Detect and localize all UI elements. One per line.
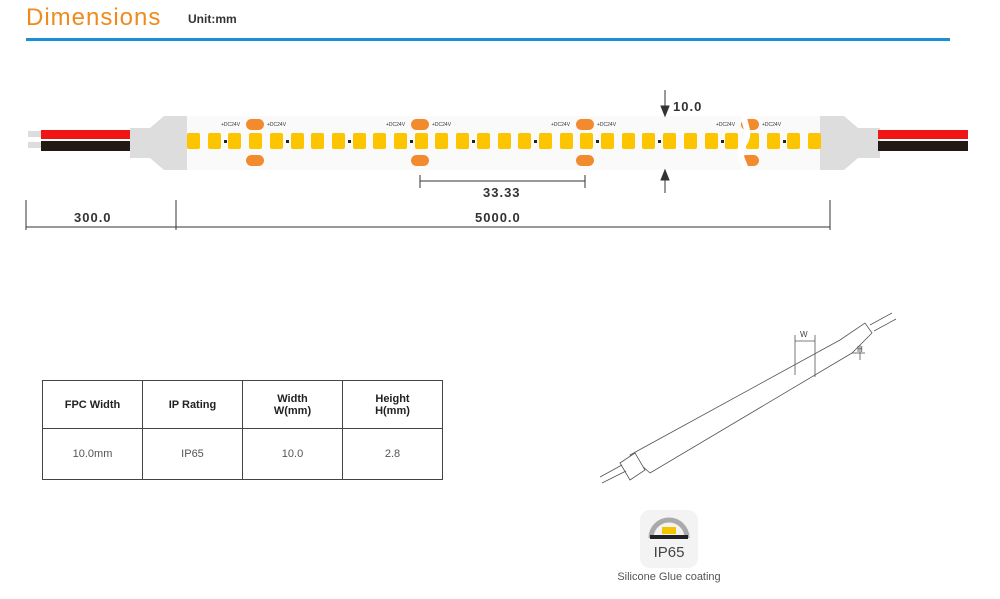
unit-label: Unit:mm [188, 12, 237, 26]
led-chip [269, 133, 283, 149]
led-chip [787, 133, 801, 149]
resistor-mark [534, 140, 538, 143]
strip-length-label: 5000.0 [475, 210, 521, 225]
voltage-label: +DC24V [221, 122, 241, 128]
title-divider [26, 38, 950, 41]
voltage-label: +DC24V [551, 122, 571, 128]
w-label: W [800, 330, 808, 339]
led-chip [476, 133, 490, 149]
wire-stub-white [28, 142, 42, 148]
cut-pitch-label: 33.33 [483, 185, 521, 200]
led-chip [207, 133, 221, 149]
led-chip [621, 133, 635, 149]
resistor-mark [472, 140, 476, 143]
led-chip [311, 133, 325, 149]
right-connector [820, 116, 880, 170]
voltage-label: +DC24V [716, 122, 736, 128]
solder-pad [246, 119, 264, 130]
solder-pad [741, 119, 759, 130]
resistor-mark [410, 140, 413, 143]
ip65-badge: IP65 [640, 510, 698, 568]
led-chip [331, 133, 345, 149]
led-chip [601, 133, 614, 149]
led-chip [228, 133, 242, 149]
table-header-row: FPC Width IP Rating Width W(mm) Height H… [42, 380, 443, 429]
led-chip [456, 133, 470, 149]
header-ip-rating: IP Rating [142, 380, 243, 429]
led-chip [352, 133, 366, 149]
led-chip [518, 133, 532, 149]
led-chip [766, 133, 780, 149]
resistor-mark [596, 140, 600, 143]
cell-fpc-width: 10.0mm [42, 428, 143, 480]
silicone-coating-icon [648, 517, 690, 539]
badge-caption: Silicone Glue coating [617, 571, 721, 583]
lead-length-label: 300.0 [74, 210, 112, 225]
page-title: Dimensions [26, 4, 162, 31]
led-chip [704, 133, 718, 149]
led-chip [373, 133, 387, 149]
cell-height: 2.8 [342, 428, 443, 480]
resistor-mark [285, 140, 289, 143]
led-chip [683, 133, 697, 149]
led-chip [642, 133, 656, 149]
black-wire [878, 141, 968, 151]
solder-pad [576, 119, 594, 130]
resistor-mark [223, 140, 227, 143]
solder-pad [411, 119, 429, 130]
resistor-mark [720, 140, 724, 143]
wire-stub-white [28, 131, 42, 137]
red-wire [41, 130, 132, 139]
led-chip [290, 133, 304, 149]
header-height: Height H(mm) [342, 380, 443, 429]
solder-pad [741, 155, 759, 166]
led-chip [559, 133, 573, 149]
resistor-mark [658, 140, 662, 143]
header-fpc-width: FPC Width [42, 380, 143, 429]
led-chip [187, 133, 200, 149]
header-width: Width W(mm) [242, 380, 343, 429]
voltage-label: +DC24V [267, 122, 287, 128]
solder-pad [576, 155, 594, 166]
cell-ip-rating: IP65 [142, 428, 243, 480]
led-chip [394, 133, 407, 149]
led-chip [497, 133, 511, 149]
led-chip [808, 133, 821, 149]
cell-width: 10.0 [242, 428, 343, 480]
left-connector [130, 116, 188, 170]
led-chip [663, 133, 677, 149]
voltage-label: +DC24V [386, 122, 406, 128]
strip-3d-illustration [599, 312, 897, 484]
black-wire [41, 141, 132, 151]
voltage-label: +DC24V [432, 122, 452, 128]
voltage-label: +DC24V [597, 122, 617, 128]
table-row: 10.0mm IP65 10.0 2.8 [42, 428, 443, 480]
led-chip [414, 133, 428, 149]
solder-pad [246, 155, 264, 166]
led-chip [580, 133, 594, 149]
voltage-label: +DC24V [762, 122, 782, 128]
strip-width-label: 10.0 [673, 99, 703, 114]
resistor-mark [347, 140, 351, 143]
cut-break-mark [737, 105, 751, 175]
led-chip [538, 133, 552, 149]
solder-pad [411, 155, 429, 166]
led-chip [435, 133, 449, 149]
led-chip [249, 133, 263, 149]
badge-rating: IP65 [653, 544, 685, 561]
h-label: H [857, 345, 863, 354]
led-chip [725, 133, 739, 149]
resistor-mark [782, 140, 786, 143]
dimension-lines [25, 90, 831, 230]
spec-table: FPC Width IP Rating Width W(mm) Height H… [42, 380, 443, 480]
red-wire [878, 130, 968, 139]
